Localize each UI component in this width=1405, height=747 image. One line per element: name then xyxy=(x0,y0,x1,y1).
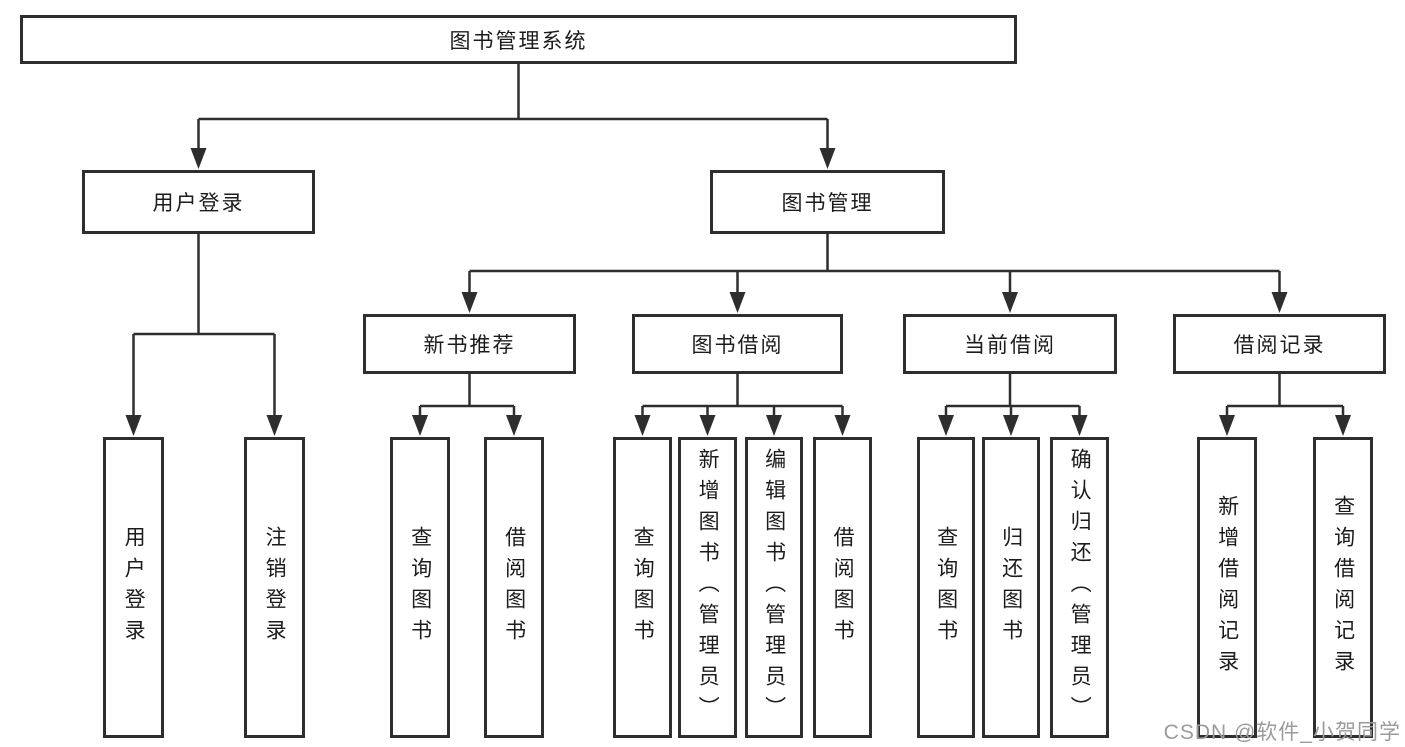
leaf-query-borrow-record-label: 查询借阅记录 xyxy=(1331,494,1355,681)
node-new-book-recommend-label: 新书推荐 xyxy=(423,334,516,357)
leaf-query-books-current: 查询图书 xyxy=(917,437,975,738)
arrowheads xyxy=(125,148,1351,436)
leaf-borrow-books-recommend: 借阅图书 xyxy=(484,437,544,738)
tree-edges xyxy=(132,64,1345,417)
node-user-login-label: 用户登录 xyxy=(152,192,245,215)
node-root-system: 图书管理系统 xyxy=(20,15,1017,64)
node-book-borrowing-label: 图书借阅 xyxy=(691,334,784,357)
node-borrowing-records: 借阅记录 xyxy=(1173,314,1386,374)
node-root-label: 图书管理系统 xyxy=(449,29,588,53)
leaf-borrow-books: 借阅图书 xyxy=(813,437,872,738)
leaf-confirm-return-admin: 确认归还（管理员） xyxy=(1050,437,1109,738)
leaf-return-books-label: 归还图书 xyxy=(999,525,1023,650)
leaf-borrow-books-recommend-label: 借阅图书 xyxy=(502,525,526,650)
node-current-borrowing: 当前借阅 xyxy=(903,314,1117,374)
node-book-management-label: 图书管理 xyxy=(781,192,874,215)
leaf-add-books-admin-label: 新增图书（管理员） xyxy=(696,448,720,727)
node-new-book-recommend: 新书推荐 xyxy=(363,314,576,374)
leaf-query-books-borrow-label: 查询图书 xyxy=(631,525,655,650)
leaf-query-books-recommend: 查询图书 xyxy=(390,437,450,738)
node-current-borrowing-label: 当前借阅 xyxy=(964,334,1056,357)
leaf-query-books-borrow: 查询图书 xyxy=(613,437,672,738)
leaf-edit-books-admin-label: 编辑图书（管理员） xyxy=(762,448,786,727)
node-book-management: 图书管理 xyxy=(710,170,945,234)
leaf-logout-label: 注销登录 xyxy=(263,525,287,650)
leaf-user-login-label: 用户登录 xyxy=(122,525,146,650)
leaf-confirm-return-admin-label: 确认归还（管理员） xyxy=(1068,448,1092,727)
leaf-user-login: 用户登录 xyxy=(103,437,164,738)
leaf-return-books: 归还图书 xyxy=(982,437,1040,738)
leaf-add-books-admin: 新增图书（管理员） xyxy=(678,437,737,738)
leaf-query-books-recommend-label: 查询图书 xyxy=(408,525,432,650)
leaf-add-borrow-record: 新增借阅记录 xyxy=(1197,437,1257,738)
node-user-login: 用户登录 xyxy=(82,170,315,234)
leaf-edit-books-admin: 编辑图书（管理员） xyxy=(745,437,803,738)
node-book-borrowing: 图书借阅 xyxy=(632,314,843,374)
leaf-query-books-current-label: 查询图书 xyxy=(934,525,958,650)
leaf-query-borrow-record: 查询借阅记录 xyxy=(1313,437,1373,738)
leaf-add-borrow-record-label: 新增借阅记录 xyxy=(1215,494,1239,681)
leaf-borrow-books-label: 借阅图书 xyxy=(831,525,855,650)
leaf-logout: 注销登录 xyxy=(244,437,305,738)
csdn-watermark: CSDN @软件_小贺同学 xyxy=(1163,721,1401,744)
node-borrowing-records-label: 借阅记录 xyxy=(1233,334,1326,357)
